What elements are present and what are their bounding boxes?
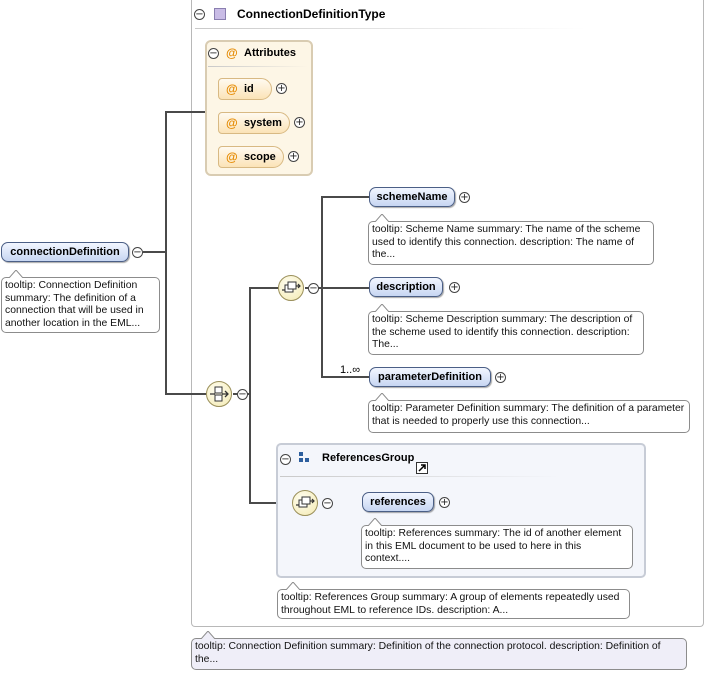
attribute-scope[interactable]: @ scope bbox=[218, 146, 284, 168]
parameter-definition-tooltip: tooltip: Parameter Definition summary: T… bbox=[368, 400, 690, 433]
choice-collapse-toggle[interactable]: − bbox=[308, 283, 319, 294]
type-tooltip-pointer bbox=[201, 631, 215, 639]
type-tooltip: tooltip: Connection Definition summary: … bbox=[191, 638, 687, 670]
references-tooltip-pointer bbox=[368, 518, 382, 526]
attribute-label: scope bbox=[244, 151, 276, 163]
references-sequence-compositor-icon[interactable] bbox=[292, 490, 318, 516]
attribute-label: id bbox=[244, 83, 254, 95]
scheme-name-tooltip-pointer bbox=[375, 214, 389, 222]
attribute-system[interactable]: @ system bbox=[218, 112, 290, 134]
attributes-separator bbox=[208, 66, 308, 67]
group-tooltip-pointer bbox=[286, 582, 300, 590]
type-title: ConnectionDefinitionType bbox=[237, 7, 386, 21]
scheme-name-tooltip: tooltip: Scheme Name summary: The name o… bbox=[368, 221, 654, 265]
external-link-icon[interactable] bbox=[416, 462, 428, 474]
root-collapse-toggle[interactable]: − bbox=[132, 247, 143, 258]
element-scheme-name[interactable]: schemeName bbox=[369, 187, 455, 207]
element-parameter-definition[interactable]: parameterDefinition bbox=[369, 367, 491, 387]
type-header-separator bbox=[195, 28, 585, 29]
sequence-compositor-icon[interactable] bbox=[206, 381, 232, 407]
choice-glyph-icon bbox=[296, 496, 315, 508]
attributes-title: Attributes bbox=[244, 47, 296, 59]
attribute-at-icon: @ bbox=[226, 82, 238, 96]
group-collapse-toggle[interactable]: − bbox=[280, 454, 291, 465]
attribute-at-icon: @ bbox=[226, 150, 238, 164]
parameter-definition-expand[interactable]: + bbox=[495, 372, 506, 383]
references-collapse-toggle[interactable]: − bbox=[322, 498, 333, 509]
description-tooltip-pointer bbox=[375, 304, 389, 312]
root-tooltip-pointer bbox=[9, 270, 23, 278]
attribute-system-expand[interactable]: + bbox=[294, 117, 305, 128]
root-tooltip: tooltip: Connection Definition summary: … bbox=[1, 277, 160, 333]
references-expand[interactable]: + bbox=[439, 497, 450, 508]
references-tooltip: tooltip: References summary: The id of a… bbox=[361, 525, 633, 569]
sequence-glyph-icon bbox=[210, 386, 229, 402]
root-element-connection-definition[interactable]: connectionDefinition bbox=[1, 242, 129, 262]
sequence-collapse-toggle[interactable]: − bbox=[237, 389, 248, 400]
element-description[interactable]: description bbox=[369, 277, 443, 297]
attribute-id-expand[interactable]: + bbox=[276, 83, 287, 94]
complex-type-icon bbox=[214, 8, 226, 20]
attribute-at-icon: @ bbox=[226, 46, 238, 60]
group-separator bbox=[280, 476, 560, 477]
group-tooltip: tooltip: References Group summary: A gro… bbox=[277, 589, 630, 619]
scheme-name-expand[interactable]: + bbox=[459, 192, 470, 203]
choice-compositor-icon[interactable] bbox=[278, 275, 304, 301]
occurrence-label: 1..∞ bbox=[340, 364, 361, 376]
type-collapse-toggle[interactable]: − bbox=[194, 9, 205, 20]
choice-glyph-icon bbox=[282, 281, 301, 293]
attribute-scope-expand[interactable]: + bbox=[288, 151, 299, 162]
description-expand[interactable]: + bbox=[449, 282, 460, 293]
group-title: ReferencesGroup bbox=[322, 452, 415, 464]
attribute-id[interactable]: @ id bbox=[218, 78, 272, 100]
attribute-at-icon: @ bbox=[226, 116, 238, 130]
description-tooltip: tooltip: Scheme Description summary: The… bbox=[368, 311, 644, 355]
attribute-label: system bbox=[244, 117, 282, 129]
parameter-definition-tooltip-pointer bbox=[375, 393, 389, 401]
group-icon bbox=[299, 452, 309, 462]
attributes-collapse-toggle[interactable]: − bbox=[208, 48, 219, 59]
element-references[interactable]: references bbox=[362, 492, 434, 512]
